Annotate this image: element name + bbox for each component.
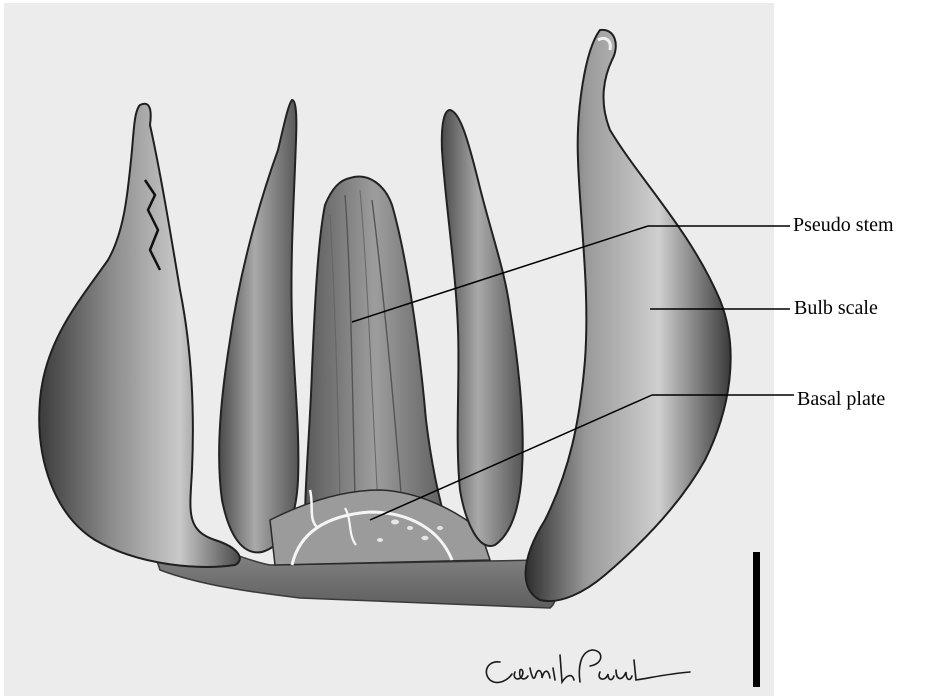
artist-signature xyxy=(486,650,690,682)
label-bulb-scale: Bulb scale xyxy=(794,298,878,318)
label-pseudo-stem: Pseudo stem xyxy=(793,215,894,235)
scale-bar xyxy=(753,552,760,687)
outer-left-bulb-scale xyxy=(39,104,240,567)
outer-right-bulb-scale xyxy=(526,30,731,601)
label-basal-plate: Basal plate xyxy=(797,389,885,409)
basal-plate xyxy=(270,490,490,565)
inner-left-bulb-scale xyxy=(219,100,298,552)
inner-right-bulb-scale xyxy=(442,110,523,546)
